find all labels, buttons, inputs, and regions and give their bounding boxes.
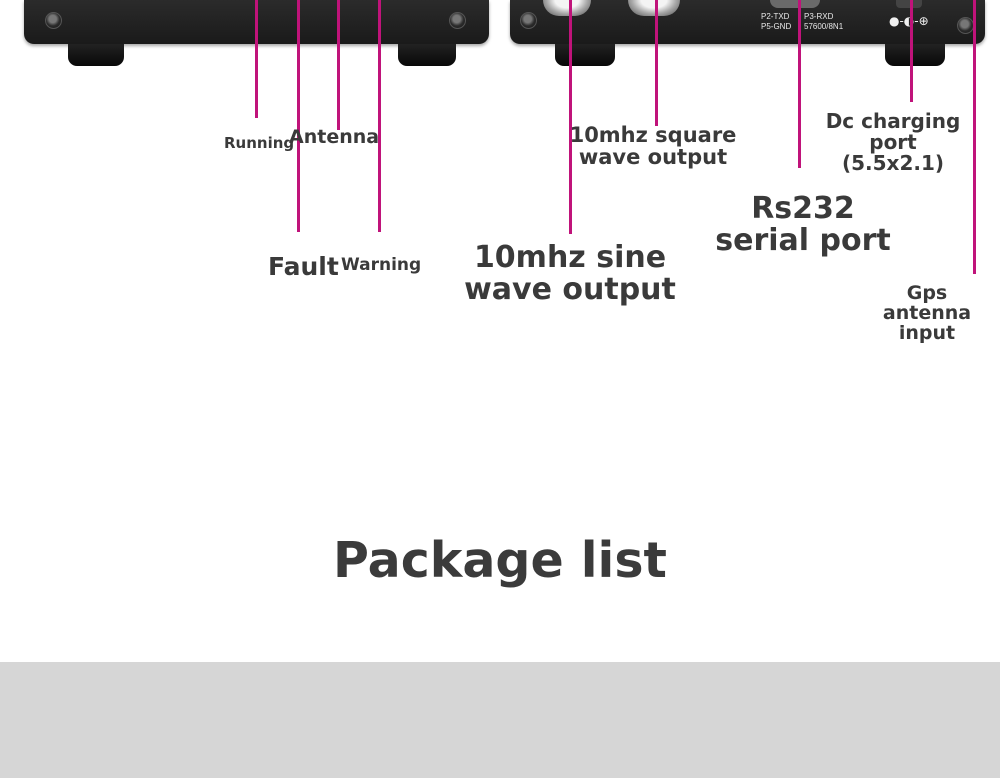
screw-icon [957,17,974,34]
leader-line-gps [973,0,976,274]
callout-fault: Fault [268,252,339,281]
screw-icon [449,12,466,29]
leader-line-sine [569,0,572,234]
callout-dc-line2: port [869,130,917,154]
gray-section-band [0,662,1000,778]
device-foot [555,44,615,66]
callout-sine-wave-line2: wave output [464,271,676,307]
leader-line-antenna [337,0,340,130]
section-title: Package list [333,532,667,589]
callout-antenna: Antenna [289,126,380,148]
dc-polarity-icon: ●-◐-⊕ [889,14,929,28]
device-foot [68,44,124,66]
leader-line-dc [910,0,913,102]
callout-square-wave: 10mhz square wave output [560,124,746,168]
callout-square-wave-line2: wave output [578,145,728,170]
leader-line-running [255,0,258,118]
callout-rs232-line2: serial port [715,222,891,258]
callout-gps-line1: Gps [906,282,948,304]
callout-dc-port: Dc charging port (5.5x2.1) [822,111,964,174]
callout-sine-wave-line1: 10mhz sine [473,240,667,275]
callout-rs232: Rs232 serial port [714,193,892,256]
leader-line-warning [378,0,381,232]
port-label-left: P2-TXD P5-GND [761,12,792,31]
db9-connector-icon [770,0,820,8]
callout-sine-wave: 10mhz sine wave output [460,242,680,305]
leader-line-fault [297,0,300,232]
port-label-right: P3-RXD 57600/8N1 [804,12,844,31]
callout-running: Running [224,134,295,152]
callout-gps: Gps antenna input [870,282,984,344]
device-foot [885,44,945,66]
dc-jack-icon [896,0,922,8]
device-foot [398,44,456,66]
screw-icon [520,12,537,29]
callout-gps-line3: input [898,321,956,344]
leader-line-rs232 [798,0,801,168]
callout-rs232-line1: Rs232 [751,191,855,226]
callout-dc-line3: (5.5x2.1) [841,151,945,175]
bnc-connector-icon [543,0,591,16]
screw-icon [45,12,62,29]
callout-warning: Warning [341,255,422,275]
callout-dc-line1: Dc charging [825,109,961,133]
leader-line-square [655,0,658,126]
callout-gps-line2: antenna [882,301,972,324]
callout-square-wave-line1: 10mhz square [569,123,737,147]
device-rear-panel: P2-TXD P5-GND P3-RXD 57600/8N1 ●-◐-⊕ [510,0,985,44]
bnc-connector-icon [628,0,680,16]
